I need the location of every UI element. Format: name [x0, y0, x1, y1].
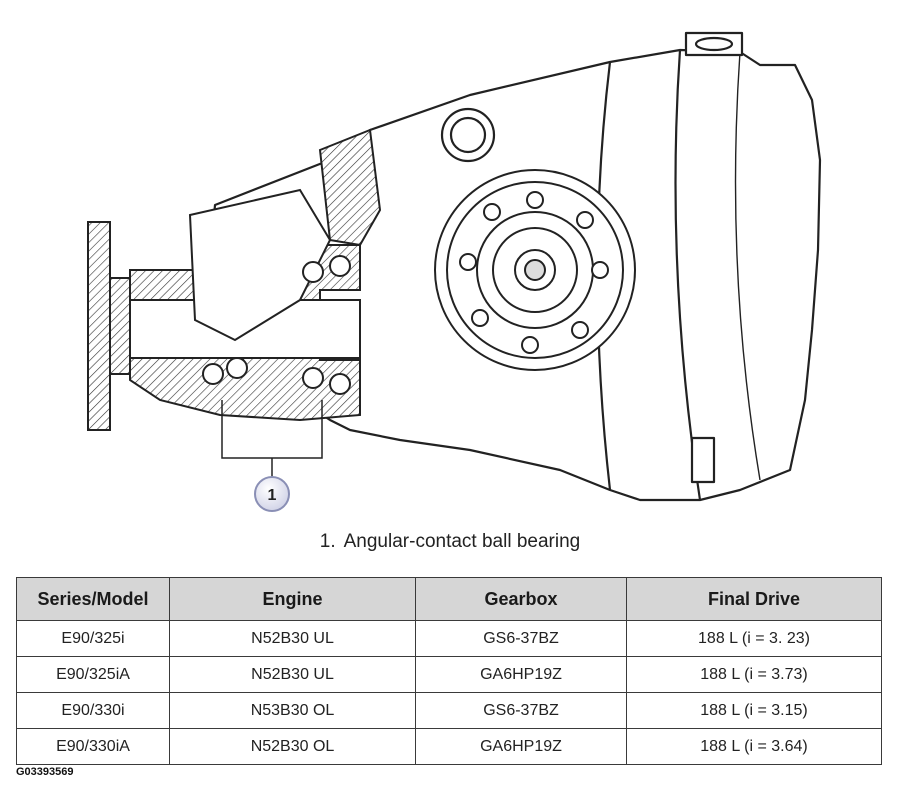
header-series-model: Series/Model	[16, 577, 170, 621]
cell-engine: N52B30 UL	[169, 656, 416, 693]
cell-final-drive: 188 L (i = 3. 23)	[626, 620, 882, 657]
caption-text: Angular-contact ball bearing	[343, 531, 581, 552]
cell-final-drive: 188 L (i = 3.15)	[626, 692, 882, 729]
table-row: E90/325i N52B30 UL GS6-37BZ 188 L (i = 3…	[16, 620, 882, 657]
caption-number: 1.	[319, 531, 336, 552]
figure-caption: 1. Angular-contact ball bearing	[0, 531, 900, 553]
cell-engine: N52B30 UL	[169, 620, 416, 657]
table-row: E90/330iA N52B30 OL GA6HP19Z 188 L (i = …	[16, 728, 882, 765]
header-engine: Engine	[169, 577, 416, 621]
table-row: E90/325iA N52B30 UL GA6HP19Z 188 L (i = …	[16, 656, 882, 693]
header-final-drive: Final Drive	[626, 577, 882, 621]
callout-1: 1	[254, 476, 290, 512]
figure-id: G03393569	[16, 766, 74, 778]
cell-gearbox: GA6HP19Z	[415, 728, 627, 765]
cell-gearbox: GS6-37BZ	[415, 620, 627, 657]
output-flange	[434, 169, 636, 371]
cell-engine: N53B30 OL	[169, 692, 416, 729]
cell-final-drive: 188 L (i = 3.64)	[626, 728, 882, 765]
cell-series-model: E90/325i	[16, 620, 170, 657]
final-drive-cutaway-diagram: 1	[87, 31, 822, 512]
cell-series-model: E90/325iA	[16, 656, 170, 693]
callout-number: 1	[268, 487, 277, 504]
table-row: E90/330i N53B30 OL GS6-37BZ 188 L (i = 3…	[16, 692, 882, 729]
table-header-row: Series/Model Engine Gearbox Final Drive	[16, 577, 882, 621]
cell-engine: N52B30 OL	[169, 728, 416, 765]
cell-final-drive: 188 L (i = 3.73)	[626, 656, 882, 693]
cell-gearbox: GA6HP19Z	[415, 656, 627, 693]
angular-contact-ball-bearings	[202, 255, 351, 395]
header-gearbox: Gearbox	[415, 577, 627, 621]
cell-gearbox: GS6-37BZ	[415, 692, 627, 729]
spec-table: Series/Model Engine Gearbox Final Drive …	[16, 577, 882, 765]
cell-series-model: E90/330iA	[16, 728, 170, 765]
cell-series-model: E90/330i	[16, 692, 170, 729]
callout-bracket	[221, 400, 323, 478]
